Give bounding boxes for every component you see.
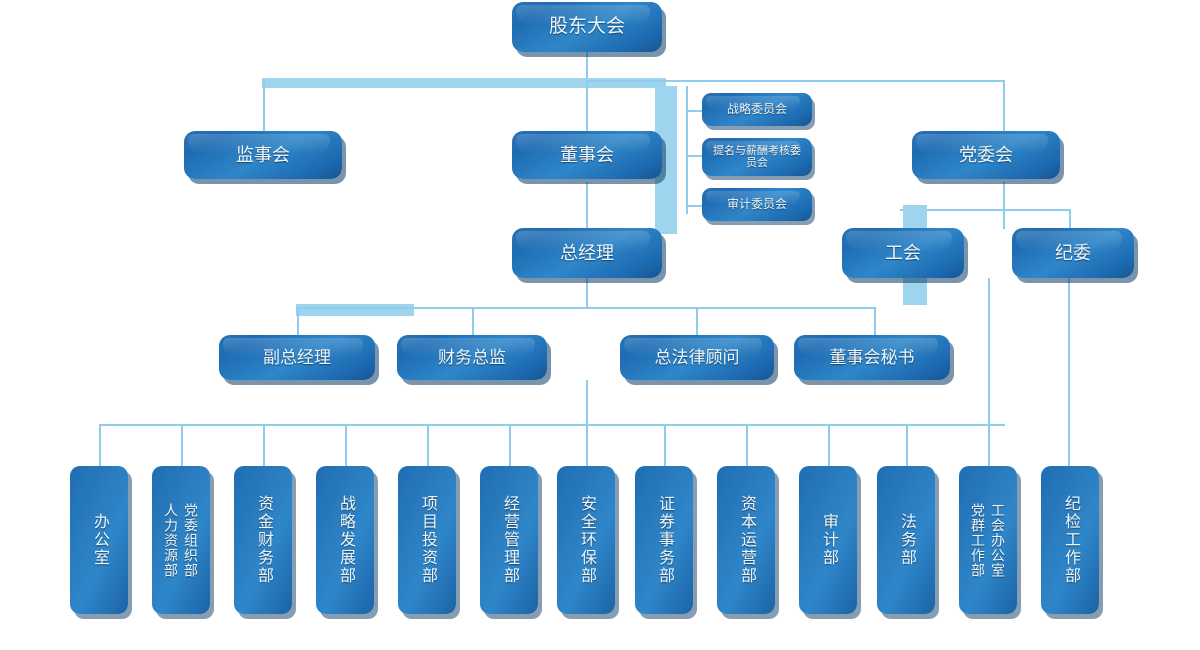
dept-party-hr[interactable]: 党委组织部 人力资源部 [152, 466, 210, 614]
connector-discipline-long [1068, 278, 1070, 466]
dept-legal-label: 法务部 [898, 513, 915, 567]
connector-dept-drop-10 [828, 424, 830, 466]
node-strategy-committee[interactable]: 战略委员会 [702, 93, 812, 126]
dept-project-label: 项目投资部 [419, 495, 436, 585]
connector-board-to-gm [586, 182, 588, 228]
dept-capital-label: 资本运营部 [738, 495, 755, 585]
node-general-manager[interactable]: 总经理 [512, 228, 662, 278]
dept-audit[interactable]: 审计部 [799, 466, 857, 614]
connector-exec-bus [296, 304, 414, 316]
connector-dept-drop-2 [181, 424, 183, 466]
dept-party-mass-label: 党群工作部 [970, 502, 986, 578]
node-deputy-gm[interactable]: 副总经理 [219, 335, 375, 380]
connector-exec-bus-line [296, 307, 876, 309]
dept-safety[interactable]: 安全环保部 [557, 466, 615, 614]
node-board[interactable]: 董事会 [512, 131, 662, 179]
connector-committee-spine [655, 86, 677, 234]
node-supervisory[interactable]: 监事会 [184, 131, 342, 179]
connector-committee-strategy [686, 110, 702, 112]
dept-finance-label: 资金财务部 [255, 495, 272, 585]
dept-strategy-label: 战略发展部 [337, 495, 354, 585]
dept-union-office-label: 工会办公室 [990, 502, 1006, 578]
dept-securities[interactable]: 证券事务部 [635, 466, 693, 614]
dept-office[interactable]: 办公室 [70, 466, 128, 614]
node-nomination-committee[interactable]: 提名与薪酬考核委员会 [702, 138, 812, 176]
node-discipline-committee[interactable]: 纪委 [1012, 228, 1134, 278]
node-board-secretary[interactable]: 董事会秘书 [794, 335, 950, 380]
connector-gm-down [586, 278, 588, 308]
connector-board-drop [586, 80, 588, 132]
connector-party-bus [900, 209, 1070, 211]
connector-dept-drop-1 [99, 424, 101, 466]
connector-committee-audit [686, 205, 702, 207]
connector-party-down [1003, 182, 1005, 210]
node-party-committee[interactable]: 党委会 [912, 131, 1060, 179]
dept-strategy[interactable]: 战略发展部 [316, 466, 374, 614]
connector-dept-drop-5 [427, 424, 429, 466]
dept-discipline-work-label: 纪检工作部 [1062, 495, 1079, 585]
dept-project[interactable]: 项目投资部 [398, 466, 456, 614]
dept-securities-label: 证券事务部 [656, 495, 673, 585]
dept-finance[interactable]: 资金财务部 [234, 466, 292, 614]
dept-discipline-work[interactable]: 纪检工作部 [1041, 466, 1099, 614]
dept-hr-label: 人力资源部 [163, 502, 179, 578]
connector-exec-to-dept [586, 380, 588, 425]
connector-secretary-drop [874, 307, 876, 335]
connector-dept-drop-9 [746, 424, 748, 466]
node-general-counsel[interactable]: 总法律顾问 [620, 335, 774, 380]
node-union[interactable]: 工会 [842, 228, 964, 278]
dept-safety-label: 安全环保部 [578, 495, 595, 585]
node-cfo[interactable]: 财务总监 [397, 335, 547, 380]
connector-union-drop [1003, 209, 1005, 229]
connector-committee-spine-line [686, 86, 688, 214]
connector-dept-drop-6 [509, 424, 511, 466]
node-audit-committee[interactable]: 审计委员会 [702, 188, 812, 221]
connector-dept-bus [99, 424, 1005, 426]
connector-party-drop [1003, 80, 1005, 132]
connector-dept-drop-11 [906, 424, 908, 466]
connector-committee-nomination [686, 155, 702, 157]
connector-gc-drop [696, 307, 698, 335]
connector-level1-bus [262, 78, 666, 88]
dept-office-label: 办公室 [91, 513, 108, 567]
connector-union-long [988, 278, 990, 466]
connector-discipline-drop [1069, 209, 1071, 229]
dept-union-office[interactable]: 工会办公室 党群工作部 [959, 466, 1017, 614]
connector-dept-drop-7 [586, 424, 588, 466]
dept-operation[interactable]: 经营管理部 [480, 466, 538, 614]
dept-operation-label: 经营管理部 [501, 495, 518, 585]
node-shareholders[interactable]: 股东大会 [512, 2, 662, 52]
dept-party-org-label: 党委组织部 [183, 502, 199, 578]
connector-dept-drop-4 [345, 424, 347, 466]
connector-level1-bus-right [586, 80, 1004, 82]
connector-deputy-drop [297, 307, 299, 335]
dept-legal[interactable]: 法务部 [877, 466, 935, 614]
connector-dept-drop-8 [664, 424, 666, 466]
connector-cfo-drop [472, 307, 474, 335]
connector-dept-drop-3 [263, 424, 265, 466]
dept-audit-label: 审计部 [820, 513, 837, 567]
connector-shareholders-down [586, 52, 588, 80]
dept-capital[interactable]: 资本运营部 [717, 466, 775, 614]
connector-supervisory-drop [263, 80, 265, 132]
